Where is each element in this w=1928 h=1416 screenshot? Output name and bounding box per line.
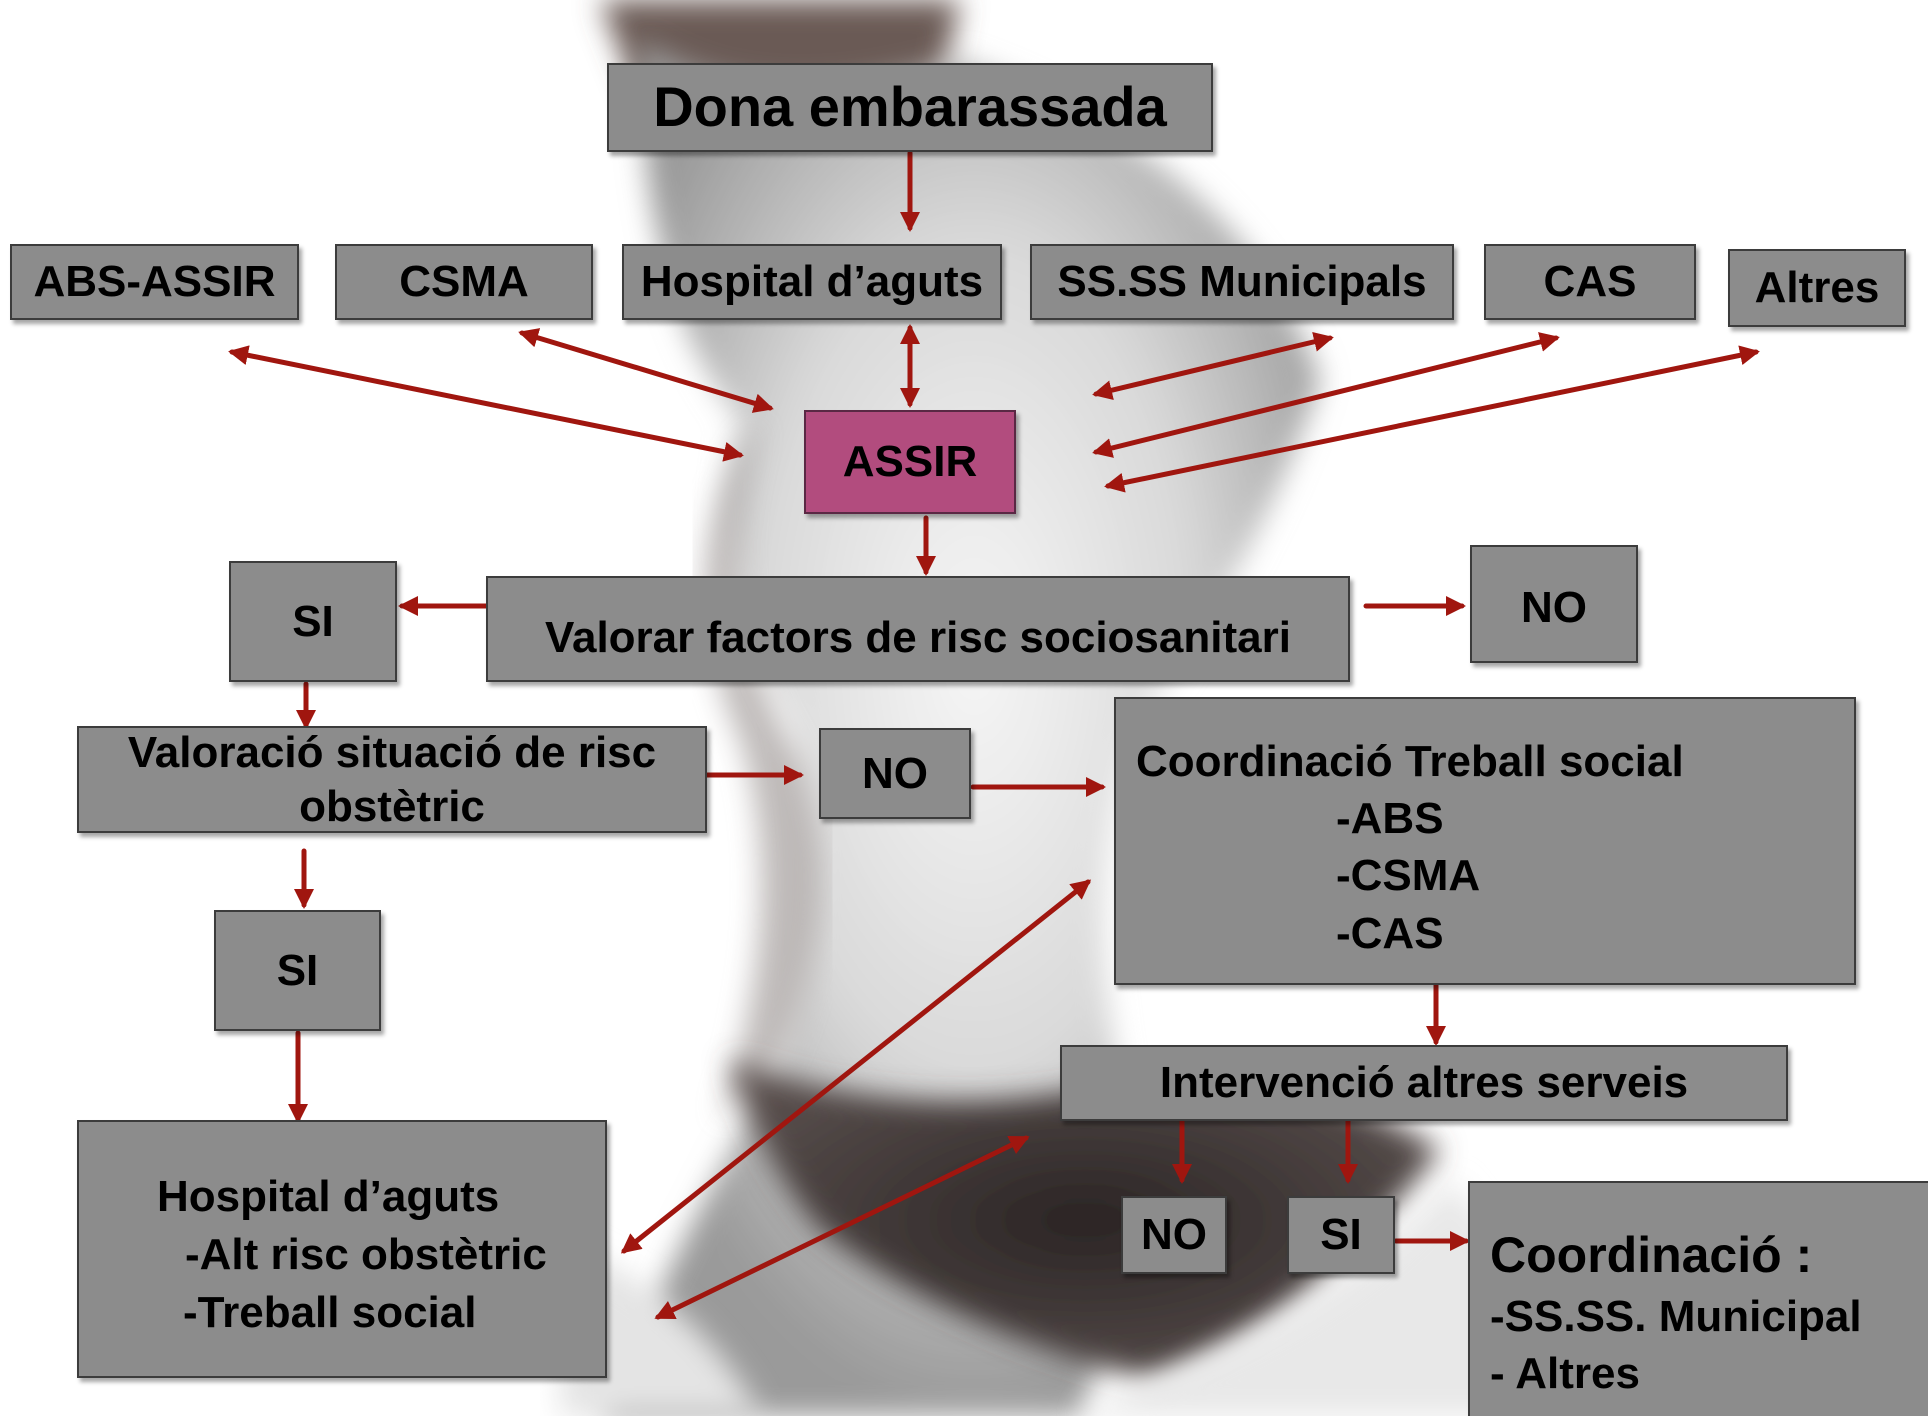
- valoracio-line-1: Valoració situació de risc: [127, 727, 657, 777]
- dona-embarassada-label: Dona embarassada: [653, 75, 1167, 139]
- intervencio-altres-serveis-box: Intervenció altres serveis: [1060, 1045, 1788, 1121]
- coord-ts-item-abs: -ABS: [1336, 794, 1444, 844]
- valorar-box: Valorar factors de risc sociosanitari: [486, 576, 1350, 682]
- si-box-3: SI: [1287, 1196, 1395, 1274]
- hospital-aguts-label: Hospital d’aguts: [640, 257, 984, 307]
- coord-final-item-ssss: -SS.SS. Municipal: [1490, 1292, 1862, 1341]
- csma-box: CSMA: [335, 244, 593, 320]
- coord-ts-item-cas: -CAS: [1336, 908, 1444, 958]
- cas-box: CAS: [1484, 244, 1696, 320]
- no-label-2: NO: [862, 748, 928, 798]
- coord-final-item-altres: - Altres: [1490, 1349, 1640, 1399]
- csma-label: CSMA: [399, 257, 529, 307]
- no-label-1: NO: [1521, 583, 1587, 632]
- assir-label: ASSIR: [842, 437, 978, 487]
- hospital-final-item-social: -Treball social: [183, 1288, 477, 1338]
- si-label-2: SI: [276, 945, 319, 995]
- si-box-2: SI: [214, 910, 381, 1031]
- no-box-2: NO: [819, 728, 971, 819]
- no-box-3: NO: [1121, 1196, 1227, 1274]
- coord-ts-title: Coordinació Treball social: [1136, 737, 1684, 786]
- hospital-final-title: Hospital d’aguts: [157, 1172, 500, 1221]
- coord-treball-social-box: Coordinació Treball social -ABS -CSMA -C…: [1114, 697, 1856, 985]
- valorar-label: Valorar factors de risc sociosanitari: [545, 613, 1291, 663]
- dona-embarassada-box: Dona embarassada: [607, 63, 1213, 152]
- valoracio-line-2: obstètric: [299, 781, 485, 831]
- cas-label: CAS: [1543, 257, 1637, 307]
- no-box-1: NO: [1470, 545, 1638, 663]
- si-box-1: SI: [229, 561, 397, 682]
- si-label-1: SI: [292, 596, 334, 646]
- hospital-final-item-risc: -Alt risc obstètric: [185, 1230, 547, 1280]
- altres-box: Altres: [1728, 249, 1906, 327]
- hospital-aguts-box: Hospital d’aguts: [622, 244, 1002, 320]
- no-label-3: NO: [1141, 1210, 1207, 1260]
- valoracio-risc-box: Valoració situació de risc obstètric: [77, 726, 707, 833]
- coordinacio-final-box: Coordinació : -SS.SS. Municipal - Altres: [1468, 1181, 1928, 1416]
- intervencio-label: Intervenció altres serveis: [1159, 1058, 1689, 1108]
- abs-assir-label: ABS-ASSIR: [33, 257, 276, 307]
- ssss-municipals-box: SS.SS Municipals: [1030, 244, 1454, 320]
- assir-box: ASSIR: [804, 410, 1016, 514]
- coord-ts-item-csma: -CSMA: [1336, 851, 1481, 901]
- coord-final-title: Coordinació :: [1490, 1227, 1813, 1283]
- altres-label: Altres: [1754, 263, 1880, 313]
- si-label-3: SI: [1320, 1210, 1362, 1260]
- hospital-aguts-final-box: Hospital d’aguts -Alt risc obstètric -Tr…: [77, 1120, 607, 1378]
- abs-assir-box: ABS-ASSIR: [10, 244, 299, 320]
- ssss-municipals-label: SS.SS Municipals: [1057, 257, 1427, 307]
